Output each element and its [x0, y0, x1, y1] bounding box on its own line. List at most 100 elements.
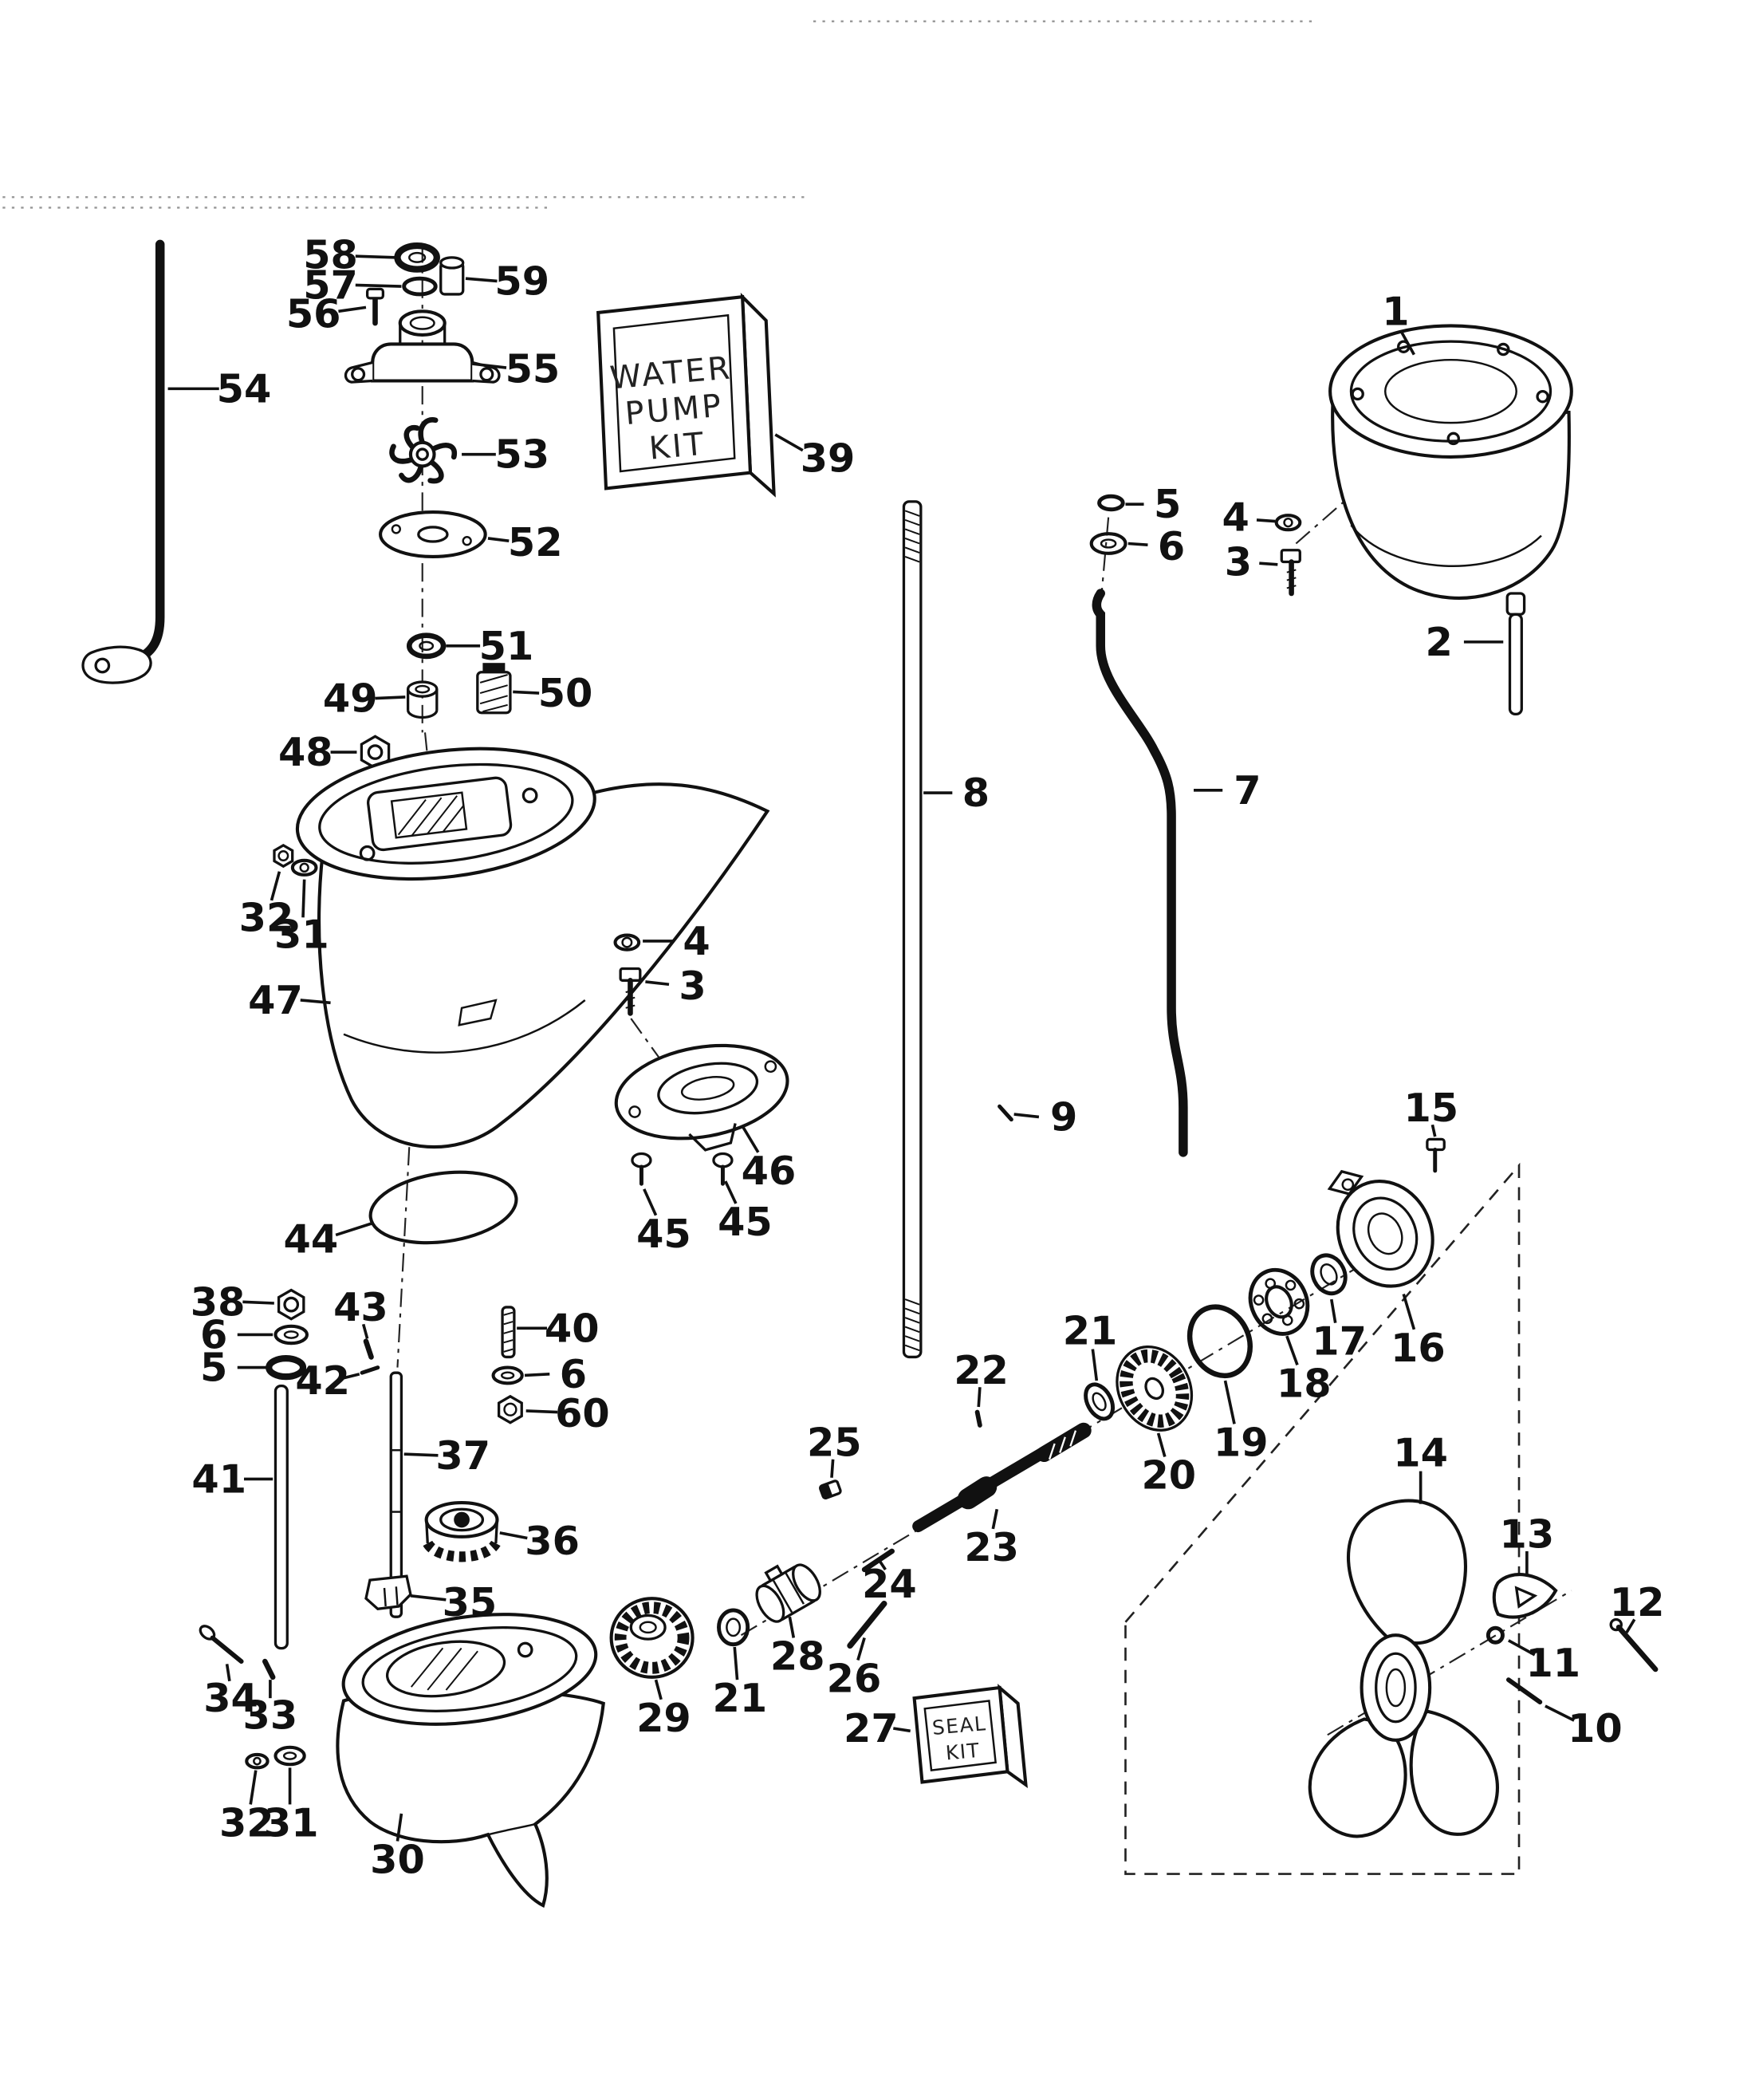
leader-line-60: [525, 1409, 558, 1414]
callout-34: 34: [203, 1675, 258, 1721]
part-50-grommet-key: [476, 663, 512, 715]
callout-1: 1: [1382, 288, 1409, 334]
leader-line-42: [343, 1373, 360, 1380]
part-3-bolt: [1280, 549, 1301, 597]
callout-9: 9: [1050, 1093, 1077, 1140]
leader-line-49: [375, 695, 406, 700]
callout-29: 29: [636, 1695, 691, 1741]
leader-line-18: [1285, 1335, 1299, 1365]
leader-line-35: [410, 1594, 447, 1602]
leader-line-10: [1545, 1704, 1575, 1722]
callout-56: 56: [286, 291, 341, 337]
callout-31: 31: [264, 1799, 319, 1846]
callout-4: 4: [683, 918, 710, 964]
leader-line-47: [300, 999, 331, 1005]
callout-32: 32: [239, 894, 294, 940]
water-pump-kit-label-line3: KIT: [647, 426, 707, 467]
leader-line-52: [487, 537, 510, 543]
callout-3: 3: [1225, 539, 1252, 585]
part-42-pin: [360, 1365, 380, 1375]
callout-14: 14: [1393, 1430, 1448, 1476]
callout-12: 12: [1610, 1579, 1665, 1625]
callout-11: 11: [1525, 1640, 1580, 1686]
leader-line-15: [1430, 1124, 1437, 1137]
leader-line-23: [991, 1508, 999, 1530]
part-22-pin: [974, 1409, 982, 1428]
callout-39: 39: [801, 435, 856, 482]
part-25-key: [818, 1479, 842, 1499]
callout-32: 32: [219, 1799, 274, 1846]
leader-line-25: [830, 1459, 835, 1478]
leader-line-24: [879, 1561, 887, 1570]
callout-26: 26: [827, 1655, 882, 1701]
water-intake-assembly: [614, 1043, 789, 1186]
part-6-washer: [1089, 532, 1127, 555]
callout-8: 8: [962, 770, 990, 816]
callout-28: 28: [770, 1633, 825, 1680]
leader-line-17: [1329, 1298, 1337, 1323]
part-41-rod: [274, 1384, 289, 1650]
part-19-oring: [1186, 1304, 1253, 1379]
callout-31: 31: [274, 912, 329, 958]
water-pump-assembly: [344, 242, 512, 770]
part-24-pin: [861, 1548, 895, 1573]
leader-line-39: [774, 433, 804, 452]
part-17-bushing: [1310, 1253, 1348, 1296]
leader-line-16: [1402, 1293, 1416, 1330]
part-32-nut: [273, 843, 294, 869]
leader-line-29: [654, 1679, 663, 1700]
water-pump-kit-box: WATER PUMP KIT: [596, 293, 776, 498]
callout-5: 5: [1154, 481, 1181, 527]
part-6-washer-stud: [491, 1365, 524, 1385]
part-8-driveshaft: [902, 500, 923, 1359]
callout-6: 6: [200, 1311, 227, 1357]
seal-kit-label-line1: SEAL: [931, 1712, 988, 1739]
leader-line-9: [1013, 1113, 1040, 1119]
leader-line-38: [242, 1300, 274, 1305]
part-40-stud: [501, 1306, 516, 1359]
part-5-oring-mid: [266, 1354, 307, 1381]
assembly-boundary-dashed-box: [1124, 1162, 1521, 1875]
part-32-washer-bottom: [245, 1752, 270, 1770]
leader-line-57: [355, 283, 402, 288]
part-9-pin: [998, 1104, 1013, 1122]
part-35-retainer-clamp: [364, 1574, 412, 1611]
scan-artifact-dots: [2, 20, 1312, 209]
callout-16: 16: [1391, 1325, 1446, 1371]
leader-line-34: [225, 1664, 231, 1682]
callout-30: 30: [370, 1837, 425, 1883]
leader-line-22: [977, 1387, 982, 1408]
callout-43: 43: [333, 1284, 388, 1330]
part-58-seal: [394, 242, 440, 273]
callout-22: 22: [954, 1347, 1009, 1393]
callout-55: 55: [506, 346, 561, 392]
leader-line-59: [465, 277, 498, 283]
callout-48: 48: [278, 729, 333, 775]
gearcase-head-assembly: [1089, 324, 1573, 716]
callout-42: 42: [295, 1357, 350, 1404]
callout-15: 15: [1403, 1085, 1458, 1131]
callout-51: 51: [479, 623, 534, 669]
leader-line-30: [395, 1813, 403, 1842]
part-7-shift-rod: [1092, 589, 1188, 1157]
callout-41: 41: [191, 1456, 246, 1502]
part-57-oring: [402, 276, 438, 297]
callout-37: 37: [435, 1432, 490, 1479]
callout-45: 45: [718, 1199, 773, 1245]
part-54-shift-rod: [81, 239, 165, 684]
leader-line-32: [249, 1770, 258, 1805]
part-46-intake-housing: [614, 1043, 789, 1152]
callout-10: 10: [1568, 1705, 1623, 1751]
part-43-pin: [363, 1338, 374, 1360]
callout-25: 25: [807, 1419, 862, 1465]
callout-45: 45: [636, 1211, 691, 1257]
part-1-gearcase-head: [1328, 324, 1573, 600]
callout-4: 4: [1222, 494, 1249, 541]
part-60-nut: [497, 1394, 523, 1424]
leader-line-31: [301, 879, 306, 918]
callout-47: 47: [248, 977, 303, 1023]
leader-line-6: [524, 1373, 550, 1377]
leader-line-46: [741, 1125, 760, 1153]
